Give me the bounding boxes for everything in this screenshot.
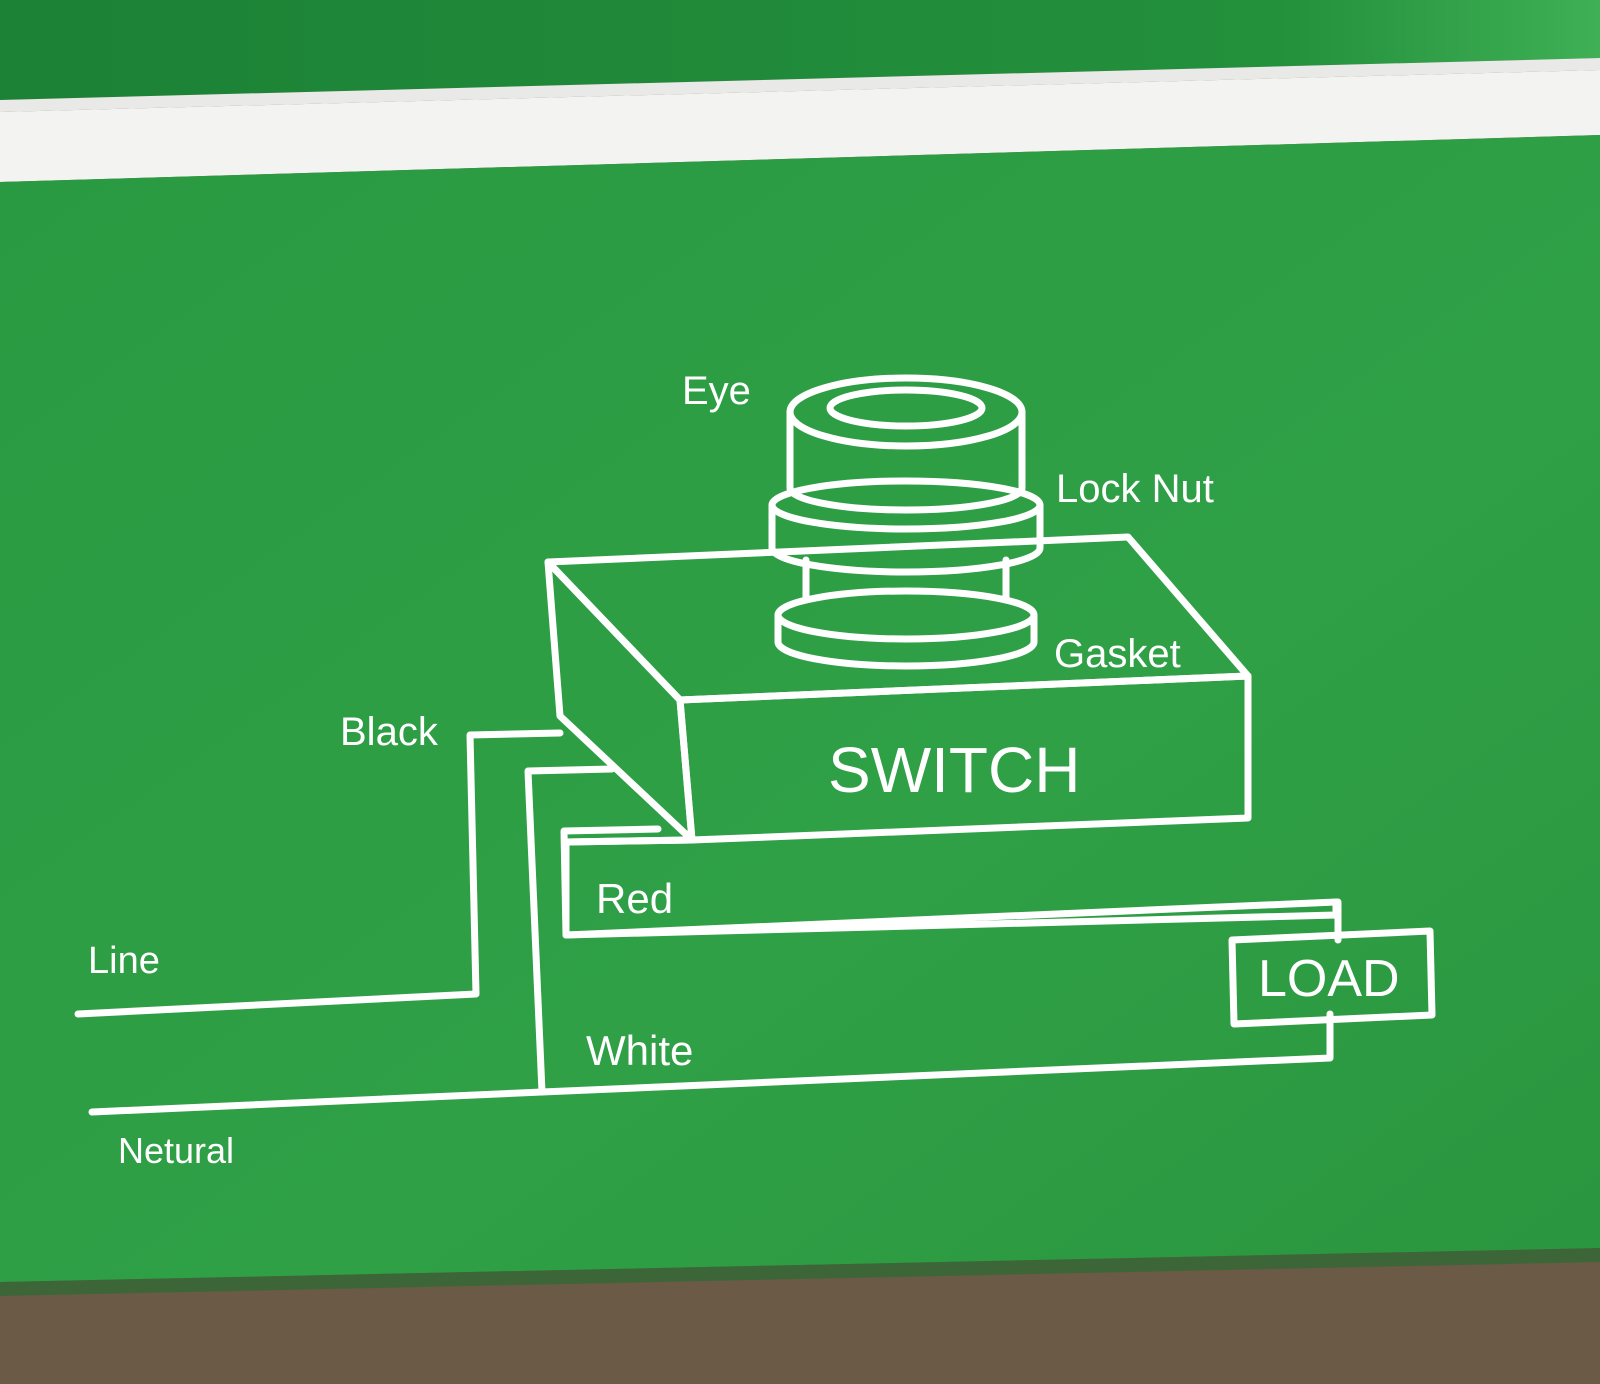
wire-red	[560, 825, 1342, 944]
switch-front-face	[676, 672, 1252, 844]
label-red: Red	[596, 875, 673, 922]
label-gasket: Gasket	[1054, 632, 1181, 676]
wire-white-top	[524, 765, 616, 1096]
label-white: White	[586, 1027, 693, 1074]
wire-red-segment	[565, 898, 1337, 939]
label-load: LOAD	[1258, 950, 1400, 1008]
box-lid	[0, 0, 1600, 100]
eye-cylinder-side	[786, 408, 1026, 514]
lock-nut-side	[768, 501, 1044, 576]
label-netural: Netural	[118, 1130, 234, 1171]
wire-neutral	[88, 1010, 1334, 1116]
eye-cylinder-top	[786, 374, 1026, 450]
label-eye: Eye	[682, 369, 751, 413]
label-black: Black	[340, 710, 439, 754]
white-band	[0, 70, 1600, 182]
box-bottom-shadow	[0, 1248, 1600, 1296]
label-switch: SWITCH	[828, 734, 1080, 806]
wire-red-return	[562, 836, 696, 846]
lid-white-edge	[0, 58, 1600, 112]
box-face	[0, 135, 1600, 1282]
load-box	[1228, 927, 1436, 1028]
label-line: Line	[88, 940, 160, 982]
wire-black	[74, 729, 564, 1018]
gasket-ring-side	[774, 611, 1038, 670]
label-lock-nut: Lock Nut	[1056, 467, 1214, 511]
eye-lens	[826, 386, 986, 430]
